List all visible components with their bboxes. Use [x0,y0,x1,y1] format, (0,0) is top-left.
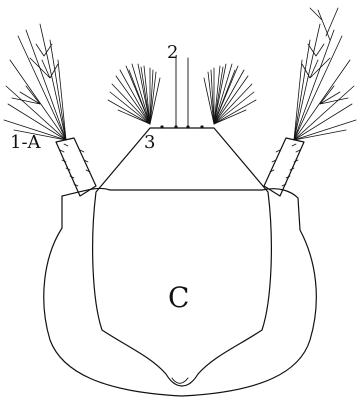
right-mouth-brush [204,64,256,124]
frontal-notch [172,378,188,383]
seta-2-pair [160,58,203,129]
clypeus-label: C [168,281,189,314]
left-mouth-brush [108,64,160,124]
frontal-plate-outline [93,128,272,386]
seta-3-label: 3 [144,132,155,153]
seta-2-label: 2 [167,42,178,63]
antenna-label: 1-A [10,132,42,153]
left-antenna [4,24,96,196]
right-antenna [264,8,356,196]
